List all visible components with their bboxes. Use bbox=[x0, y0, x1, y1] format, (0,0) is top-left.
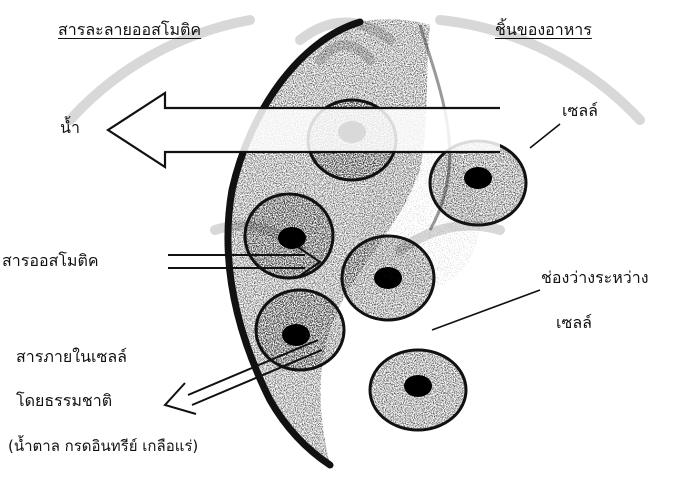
cell-5 bbox=[256, 290, 344, 370]
cell-6 bbox=[370, 350, 466, 430]
speckle-cloud bbox=[360, 150, 480, 290]
cell-pointer-line bbox=[530, 124, 560, 148]
natural-substances-label-line3: (น้ำตาล กรดอินทรีย์ เกลือแร่) bbox=[8, 439, 198, 454]
cell-label: เซลล์ bbox=[562, 103, 598, 119]
intercellular-space-label-line2: เซลล์ bbox=[556, 315, 592, 331]
osmotic-solution-heading: สารละลายออสโมติค bbox=[58, 22, 201, 38]
osmotic-substance-label: สารออสโมติค bbox=[2, 253, 99, 269]
intercellular-space-pointer-line bbox=[432, 290, 540, 330]
intercellular-space-label-line1: ช่องว่างระหว่าง bbox=[541, 270, 649, 286]
natural-substances-label-line2: โดยธรรมชาติ bbox=[16, 393, 112, 409]
food-piece-heading: ชิ้นของอาหาร bbox=[495, 22, 592, 38]
natural-substances-label-line1: สารภายในเซลล์ bbox=[16, 349, 127, 365]
cell-3 bbox=[245, 194, 333, 278]
water-label: น้ำ bbox=[60, 120, 80, 136]
